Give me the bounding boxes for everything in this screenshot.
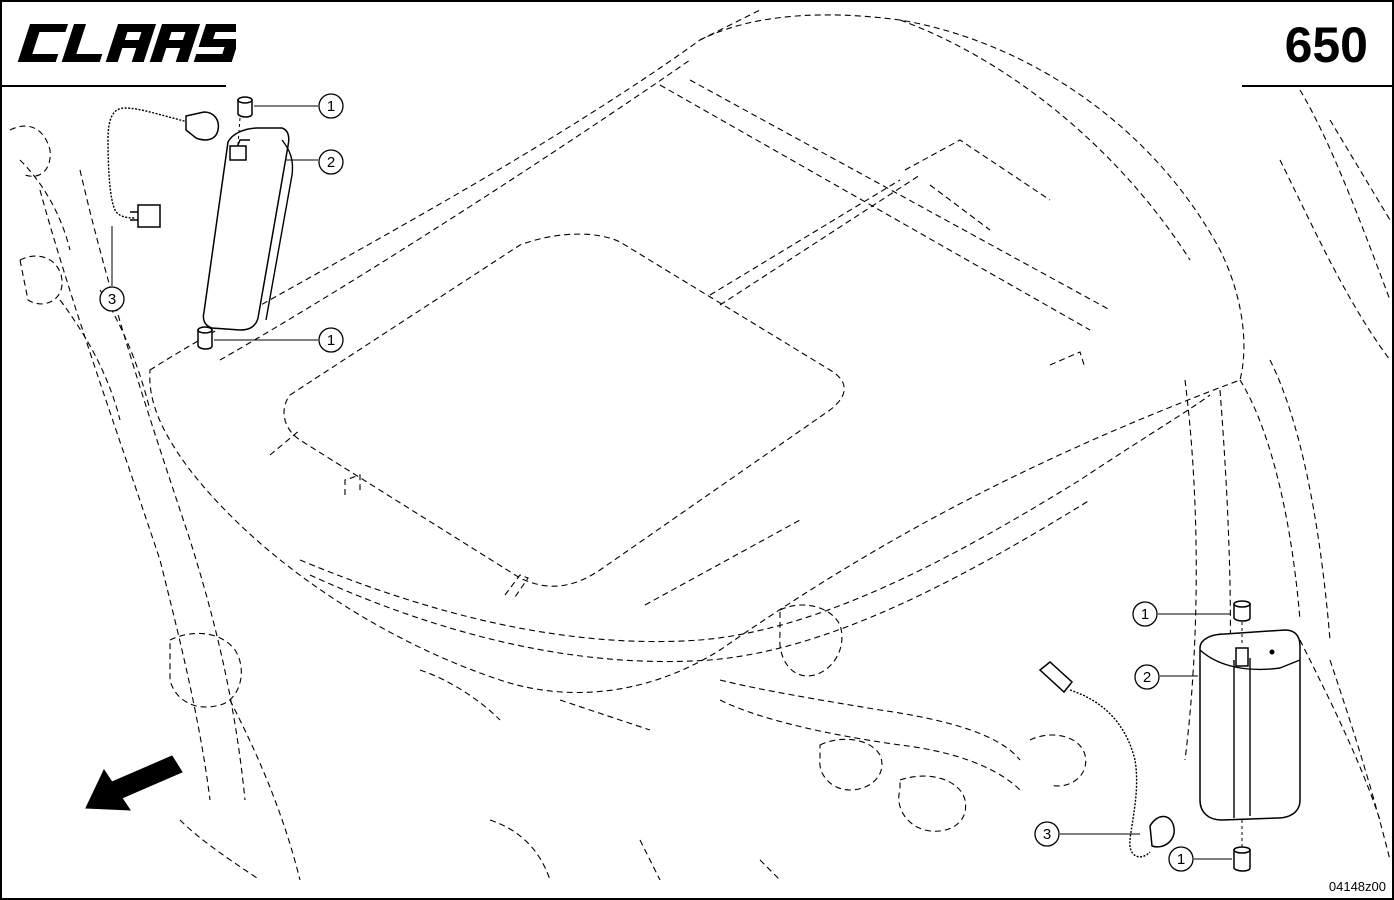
svg-text:2: 2 [1143,669,1151,686]
callout-leaders [111,105,1232,860]
page-number: 650 [1284,17,1368,73]
harness-plug-lower [1038,661,1074,694]
svg-text:1: 1 [327,98,335,115]
svg-text:1: 1 [327,332,335,349]
svg-text:3: 3 [108,291,116,308]
harness-plug-upper [185,111,220,141]
harness-connector-lower [1149,815,1175,848]
callout-bubble-ul-2: 2 [318,149,344,175]
callout-bubble-ul-1b: 1 [318,327,344,353]
callout-bubble-ul-3: 3 [99,286,125,312]
svg-text:1: 1 [1177,851,1185,868]
callout-bubble-lr-1: 1 [1132,601,1158,627]
wiring-harness-upper-left [107,107,189,219]
wiring-harness-lower-right [1069,689,1151,858]
svg-text:1: 1 [1141,606,1149,623]
callout-bubble-ul-1: 1 [318,93,344,119]
drawing-code: 04148z00 [1328,879,1386,894]
callout-bubble-lr-3: 3 [1034,821,1060,847]
lamp-stud-top [229,145,247,161]
rivet-nut-upper-bottom [197,329,213,350]
lamp-housing-upper-left [202,127,290,331]
lower-right-lamp-assembly [1038,600,1301,872]
svg-text:3: 3 [1043,826,1051,843]
svg-text:2: 2 [327,154,335,171]
rivet-nut-upper-top [237,99,253,118]
rivet-nut-lower-top [1233,603,1251,622]
rivet-nut-lower-bottom [1233,849,1251,872]
callout-bubble-lr-2: 2 [1134,664,1160,690]
lamp-stud-lower-top [1235,647,1249,667]
upper-left-lamp-assembly [107,96,294,350]
arrow-down-left-icon [85,755,183,811]
callout-bubble-lr-1b: 1 [1168,846,1194,872]
claas-logo [17,24,236,62]
cab-structure-outline [9,9,1391,881]
harness-connector-upper [137,204,161,228]
